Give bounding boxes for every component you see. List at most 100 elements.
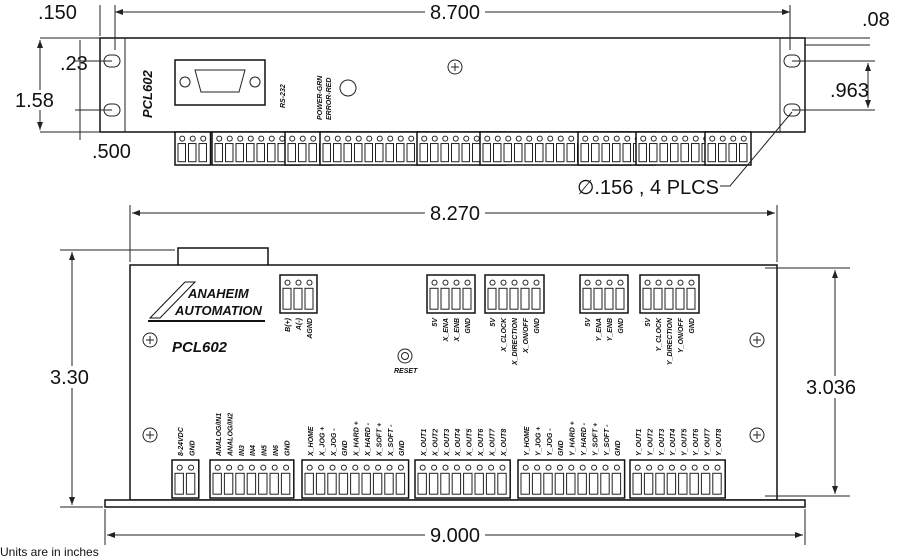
pin-label: GND xyxy=(465,318,472,334)
terminal-block xyxy=(319,131,430,166)
pin-label: Y_DIRECTION xyxy=(667,317,674,365)
pin-label: X_JOG + xyxy=(319,427,326,457)
connector-y-inputs xyxy=(517,459,626,499)
pin-label: Y_CLOCK xyxy=(656,317,663,351)
pin-label: 5V xyxy=(490,317,497,327)
pin-label: B(+) xyxy=(285,317,292,331)
pin-label: X_OUT3 xyxy=(444,429,451,457)
dim-top-height: 1.58 xyxy=(15,90,54,112)
pin-label: GND xyxy=(189,440,196,456)
top-view-terminals xyxy=(174,131,752,166)
connector-analog-inputs xyxy=(209,459,295,499)
pin-label: X_ENA xyxy=(443,318,450,342)
mounting-flange xyxy=(104,499,806,508)
front-view-terminals: B(+) A(-) AGND 5V X_ENA X_ENB GND 5V X_CLOCK X_DI… xyxy=(171,274,726,499)
pin-label: X_OUT8 xyxy=(501,429,508,457)
pin-label: 5V xyxy=(585,317,592,327)
dim-ear-width: .500 xyxy=(92,141,131,163)
connector-y-enable xyxy=(579,274,629,314)
pin-label: X_SOFT - xyxy=(388,424,395,457)
pin-label: X_SOFT + xyxy=(376,423,383,457)
pin-label: IN4 xyxy=(250,445,257,456)
pin-label: 5V xyxy=(645,317,652,327)
pin-label: AGND xyxy=(307,318,314,340)
error-led-label: ERROR-RED xyxy=(326,78,333,120)
pin-label: X_OUT2 xyxy=(432,429,439,457)
pin-label: X_OUT6 xyxy=(478,429,485,457)
pin-label: IN6 xyxy=(273,445,280,456)
pin-label: GND xyxy=(534,318,541,334)
pin-label: IN5 xyxy=(262,445,269,456)
pin-label: Y_OUT2 xyxy=(647,429,654,456)
reset-button[interactable] xyxy=(397,348,413,364)
pin-label: Y_HARD + xyxy=(570,421,577,456)
pin-label: X_OUT7 xyxy=(489,428,496,457)
pin-label: X_CLOCK xyxy=(501,317,508,352)
hole-note: ∅.156 , 4 PLCS xyxy=(577,177,719,199)
pin-label: GND xyxy=(284,440,291,456)
pin-label: GND xyxy=(558,440,565,456)
screw-icon xyxy=(749,427,765,443)
connector-power xyxy=(171,459,200,499)
pin-label: X_HOME xyxy=(308,426,315,457)
pin-label: Y_OUT6 xyxy=(693,429,700,456)
pin-label: X_ENB xyxy=(454,318,461,342)
dim-left-offset: .150 xyxy=(38,2,77,24)
front-model-label: PCL602 xyxy=(172,339,228,356)
connector-x-enable xyxy=(426,274,476,314)
front-view: ANAHEIM AUTOMATION PCL602 RESET B(+)A(-)… xyxy=(104,247,806,508)
dim-flange-width: 9.000 xyxy=(430,525,480,547)
connector-x-outputs xyxy=(414,459,511,499)
pin-label: GND xyxy=(689,318,696,334)
pin-label: IN3 xyxy=(239,445,246,456)
dim-body-width: 8.270 xyxy=(430,203,480,225)
pin-label: GND xyxy=(615,440,622,456)
led-icon xyxy=(339,79,357,97)
pin-label: GND xyxy=(399,440,406,456)
pin-label: A(-) xyxy=(296,317,303,331)
db9-top-icon xyxy=(177,247,269,267)
pin-label: X_DIRECTION xyxy=(512,317,519,366)
pin-label: Y_JOG - xyxy=(547,428,554,456)
pin-label: Y_ON/OFF xyxy=(678,317,685,353)
screw-icon xyxy=(447,59,463,75)
pin-label: X_OUT1 xyxy=(421,429,428,457)
pin-label: 5V xyxy=(432,317,439,327)
pin-label: Y_JOG + xyxy=(535,427,542,456)
pin-label: X_OUT5 xyxy=(467,429,474,457)
logo-line1: ANAHEIM xyxy=(187,286,250,301)
pin-label: Y_OUT8 xyxy=(716,429,723,456)
pin-label: Y_SOFT + xyxy=(592,423,599,456)
dim-hole-vertical: 3.036 xyxy=(806,377,856,399)
screw-icon xyxy=(749,332,765,348)
connector-x-inputs xyxy=(301,459,410,499)
pin-label: Y_ENB xyxy=(607,318,614,341)
pin-label: Y_OUT3 xyxy=(659,429,666,456)
dim-hole-spacing: .963 xyxy=(830,80,869,102)
screw-icon xyxy=(142,427,158,443)
pin-label: Y_OUT7 xyxy=(704,428,711,456)
pin-label: Y_OUT1 xyxy=(636,429,643,456)
pin-label: ANALOG/IN1 xyxy=(216,413,223,457)
dim-right-offset: .08 xyxy=(862,9,890,31)
connector-y-step xyxy=(639,274,700,314)
rs232-label: RS-232 xyxy=(280,84,287,108)
pin-label: ANALOG/IN2 xyxy=(227,413,234,457)
top-dimensions: 8.700 .150 .08 .23 1.58 .500 .963 ∅.156 … xyxy=(15,2,890,199)
dim-top-width: 8.700 xyxy=(430,2,480,24)
pin-label: Y_HOME xyxy=(524,426,531,456)
pin-label: X_HARD - xyxy=(365,422,372,457)
connector-rs485 xyxy=(279,274,318,314)
power-led-label: POWER-GRN xyxy=(317,75,324,120)
reset-label: RESET xyxy=(394,368,418,375)
db9-connector-icon xyxy=(174,59,266,106)
connector-x-step xyxy=(484,274,545,314)
pin-label: GND xyxy=(342,440,349,456)
pin-label: Y_OUT5 xyxy=(682,429,689,456)
terminal-block xyxy=(174,131,212,166)
dim-body-height: 3.30 xyxy=(50,367,89,389)
pin-label: X_JOG - xyxy=(331,428,338,457)
pin-label: GND xyxy=(618,318,625,334)
pin-label: X_OUT4 xyxy=(455,429,462,457)
